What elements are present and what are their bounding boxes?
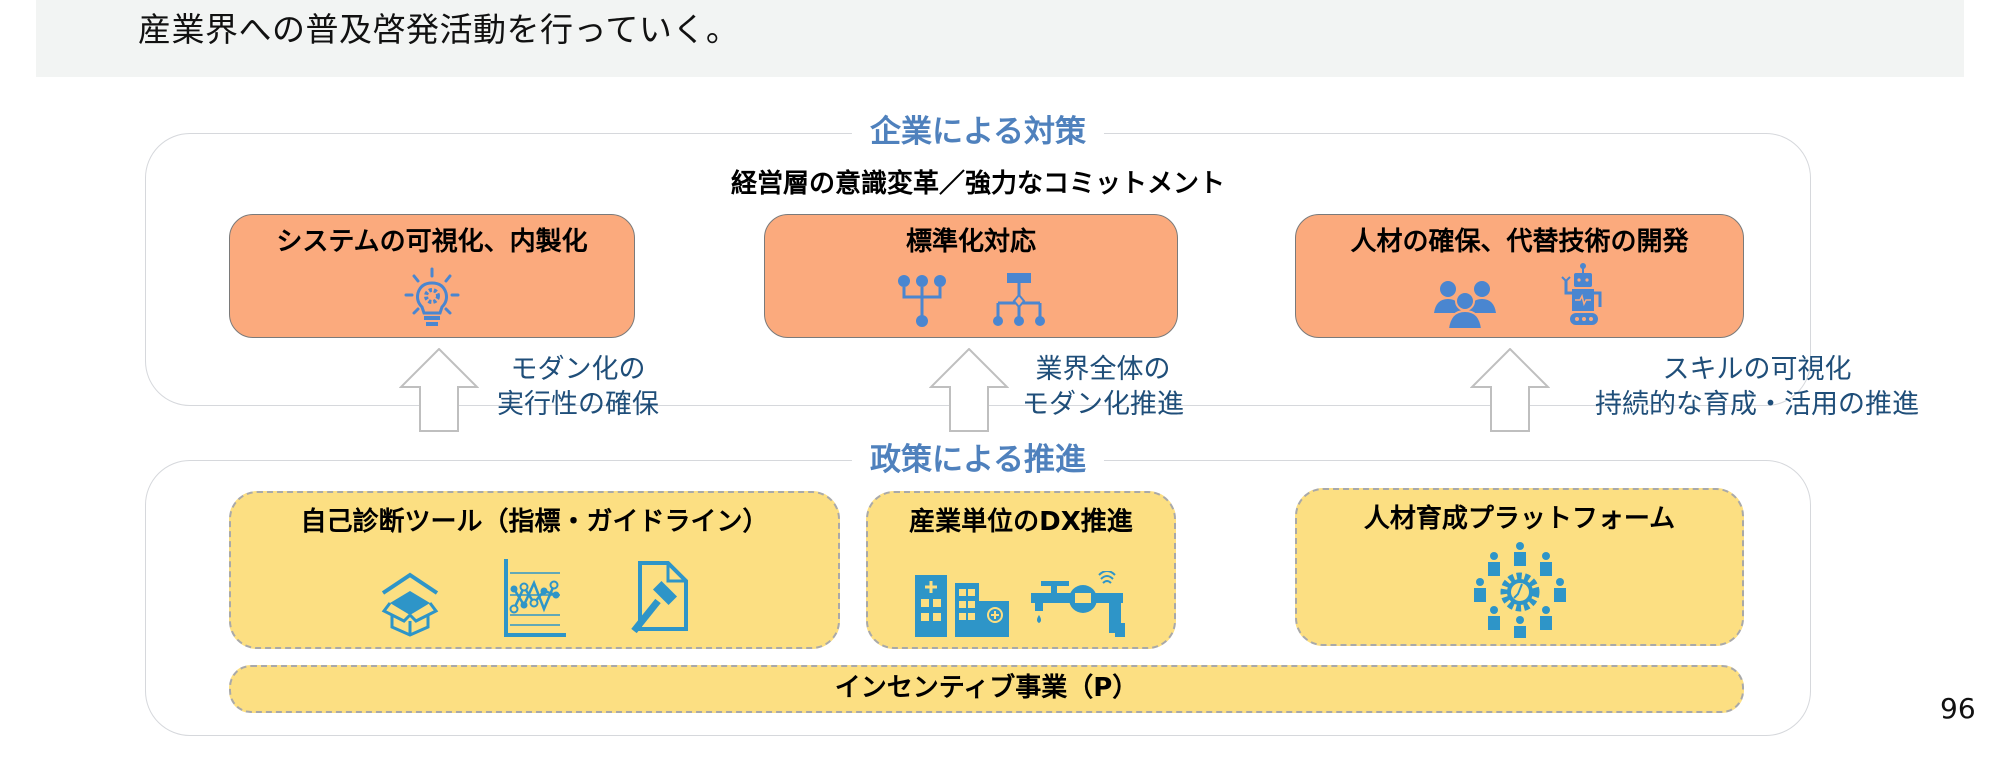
arrow-caption-industry-modernization: 業界全体の モダン化推進 xyxy=(1022,354,1184,420)
arrow-caption-skill-visualization: スキルの可視化 持続的な育成・活用の推進 xyxy=(1595,354,1919,420)
summary-panel: 産業界への普及啓発活動を行っていく。 xyxy=(36,0,1964,77)
line-chart-icon xyxy=(503,559,566,637)
box-label: 人材の確保、代替技術の開発 xyxy=(1350,227,1689,257)
hospital-building-icon xyxy=(915,575,1011,637)
org-chart-icon xyxy=(992,273,1046,329)
arrow-caption-modernization-feasibility: モダン化の 実行性の確保 xyxy=(497,354,659,420)
hierarchy-merge-icon xyxy=(896,273,948,329)
legal-document-gavel-icon xyxy=(630,561,690,637)
page-number: 96 xyxy=(1940,692,1976,725)
box-label: 標準化対応 xyxy=(905,227,1036,257)
box-talent-alternative-tech: 人材の確保、代替技術の開発 xyxy=(1295,214,1744,338)
box-label: 自己診断ツール（指標・ガイドライン） xyxy=(300,507,769,537)
box-label: 産業単位のDX推進 xyxy=(909,507,1133,537)
box-self-diagnosis-tool: 自己診断ツール（指標・ガイドライン） xyxy=(229,491,840,649)
summary-text: 産業界への普及啓発活動を行っていく。 xyxy=(138,10,740,49)
robot-icon xyxy=(1560,263,1606,329)
box-industry-dx: 産業単位のDX推進 xyxy=(866,491,1176,649)
enterprise-section-subtitle: 経営層の意識変革／強力なコミットメント xyxy=(730,169,1226,199)
policy-section-title: 政策による推進 xyxy=(851,440,1105,480)
box-label: インセンティブ事業（P） xyxy=(834,673,1139,703)
box-incentive-program: インセンティブ事業（P） xyxy=(229,665,1744,713)
up-arrow-icon xyxy=(1470,348,1550,432)
enterprise-section-title: 企業による対策 xyxy=(851,112,1105,152)
lightbulb-gear-icon xyxy=(402,267,462,329)
box-standardization: 標準化対応 xyxy=(764,214,1178,338)
up-arrow-icon xyxy=(399,348,479,432)
people-group-icon xyxy=(1433,277,1496,329)
box-label: システムの可視化、内製化 xyxy=(276,227,588,257)
open-box-icon xyxy=(380,571,440,637)
smart-water-meter-icon xyxy=(1031,571,1127,637)
box-system-visualization: システムの可視化、内製化 xyxy=(229,214,635,338)
up-arrow-icon xyxy=(929,348,1009,432)
box-label: 人材育成プラットフォーム xyxy=(1363,504,1676,534)
people-network-gear-icon xyxy=(1473,542,1566,638)
box-talent-platform: 人材育成プラットフォーム xyxy=(1295,488,1744,646)
